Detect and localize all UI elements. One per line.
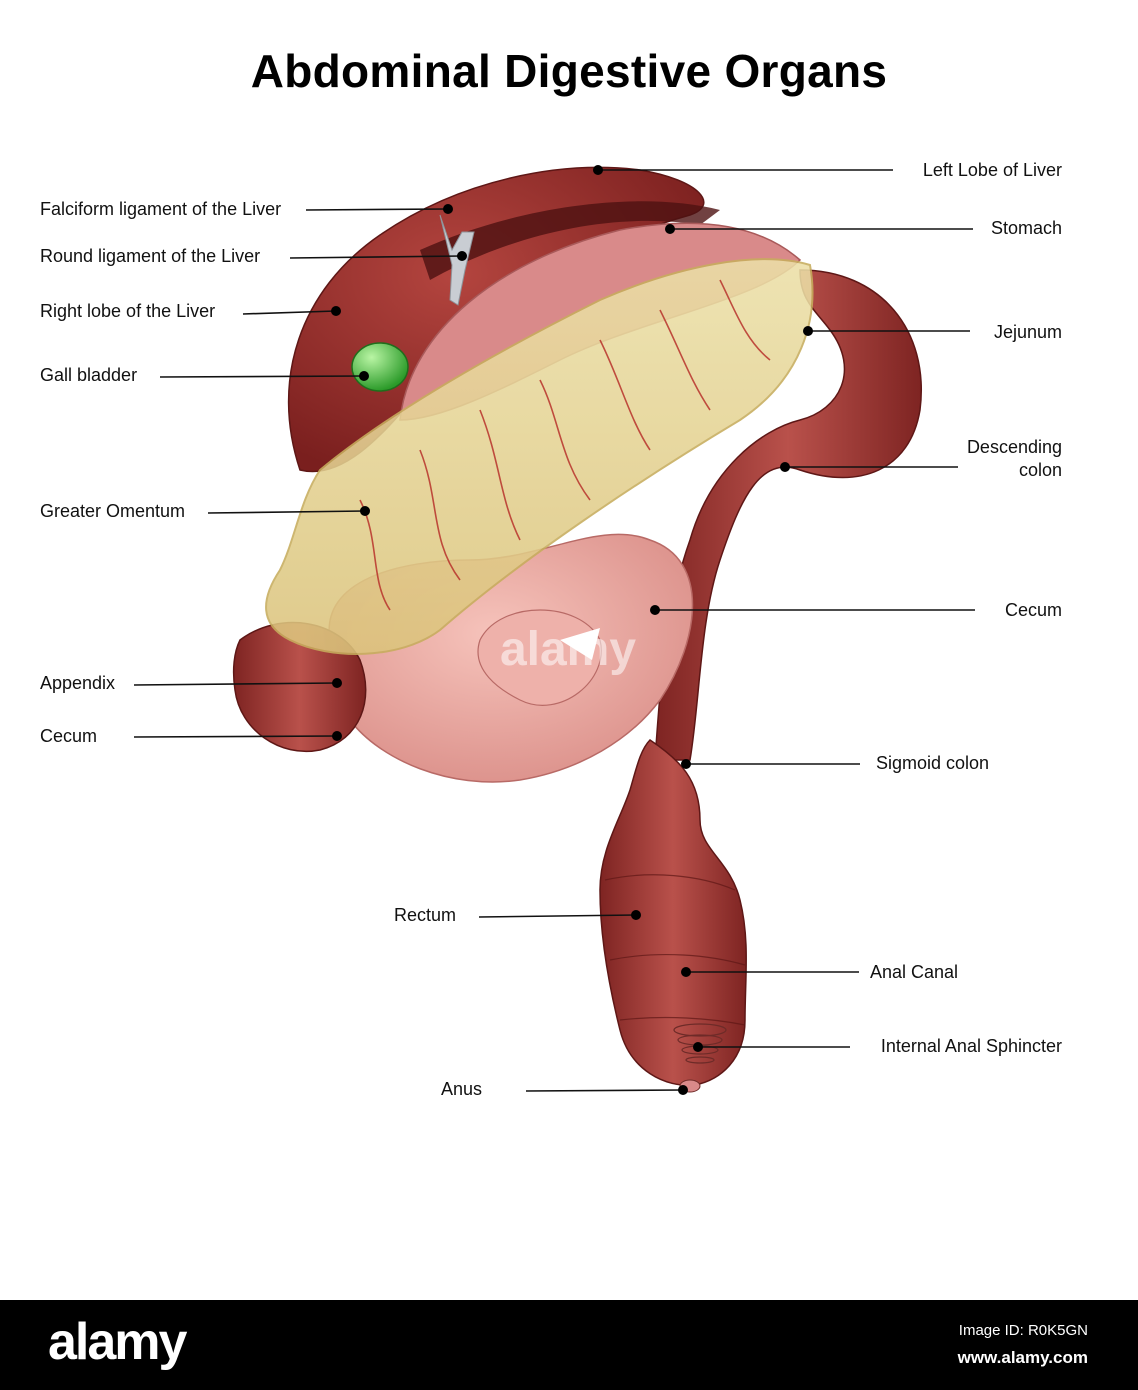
- dot-falciform-ligament: [443, 204, 453, 214]
- organ-illustration: alamy: [133, 165, 975, 1095]
- image-id: Image ID: R0K5GN: [958, 1322, 1088, 1339]
- leader-greater-omentum: [207, 510, 366, 514]
- label-sigmoid-colon: Sigmoid colon: [876, 753, 990, 773]
- gall-bladder-shape: [351, 342, 409, 392]
- dot-stomach: [665, 224, 675, 234]
- rectum-folds: [604, 874, 746, 1026]
- dot-sigmoid-colon: [681, 759, 691, 769]
- greater-omentum-shape: [265, 258, 814, 655]
- label-rectum: Rectum: [394, 905, 457, 925]
- leader-right-lobe-liver: [242, 310, 337, 315]
- dot-right-lobe-liver: [331, 306, 341, 316]
- label-gall-bladder: Gall bladder: [40, 365, 138, 385]
- label-greater-omentum: Greater Omentum: [40, 501, 186, 521]
- small-intestine-hole: [560, 628, 600, 660]
- pointer-dots: [331, 165, 813, 1095]
- label-round-ligament: Round ligament of the Liver: [40, 246, 261, 266]
- leader-cecum-left: [133, 735, 338, 738]
- label-descending-colon: Descending colon: [967, 436, 1062, 482]
- liver-dark-band: [420, 201, 720, 280]
- brand-logo: alamy: [48, 1313, 187, 1371]
- dot-left-lobe-liver: [593, 165, 603, 175]
- dot-appendix: [332, 678, 342, 688]
- sigmoid-rectum-shape: [599, 739, 747, 1087]
- footer-bar: alamy Image ID: R0K5GN www.alamy.com: [0, 1300, 1138, 1390]
- descending-colon-shape: [654, 269, 922, 761]
- dot-gall-bladder: [359, 371, 369, 381]
- leader-round-ligament: [289, 255, 463, 259]
- dot-descending-colon: [780, 462, 790, 472]
- label-appendix: Appendix: [40, 673, 116, 693]
- dot-cecum-left: [332, 731, 342, 741]
- ligament-shape: [439, 214, 475, 306]
- label-falciform-ligament: Falciform ligament of the Liver: [40, 199, 282, 219]
- leader-gall-bladder: [159, 375, 365, 378]
- diagram-title: Abdominal Digestive Organs: [250, 45, 888, 97]
- dot-rectum: [631, 910, 641, 920]
- label-cecum-left: Cecum: [40, 726, 98, 746]
- leader-falciform-ligament: [305, 208, 449, 211]
- dot-jejunum: [803, 326, 813, 336]
- label-left-lobe-liver: Left Lobe of Liver: [922, 160, 1062, 180]
- watermark: alamy: [500, 623, 636, 676]
- dot-anus: [678, 1085, 688, 1095]
- label-anal-canal: Anal Canal: [870, 962, 959, 982]
- dot-internal-anal-sphincter: [693, 1042, 703, 1052]
- leader-appendix: [133, 682, 338, 686]
- label-cecum-right: Cecum: [1004, 600, 1062, 620]
- dot-cecum-right: [650, 605, 660, 615]
- label-descending-colon-line1: Descending: [966, 437, 1062, 457]
- small-intestine-loop: [477, 609, 602, 706]
- site-url: www.alamy.com: [957, 1348, 1088, 1367]
- leader-rectum: [478, 914, 637, 918]
- leader-lines: [133, 169, 975, 1092]
- omentum-vessels: [359, 279, 771, 611]
- label-anus: Anus: [441, 1079, 483, 1099]
- dot-round-ligament: [457, 251, 467, 261]
- label-stomach: Stomach: [990, 218, 1062, 238]
- label-right-lobe-liver: Right lobe of the Liver: [40, 301, 216, 321]
- dot-greater-omentum: [360, 506, 370, 516]
- label-descending-colon-line2: colon: [1018, 460, 1062, 480]
- label-internal-anal-sphincter: Internal Anal Sphincter: [880, 1036, 1062, 1056]
- label-jejunum: Jejunum: [993, 322, 1062, 342]
- dot-anal-canal: [681, 967, 691, 977]
- leader-anus: [525, 1089, 684, 1092]
